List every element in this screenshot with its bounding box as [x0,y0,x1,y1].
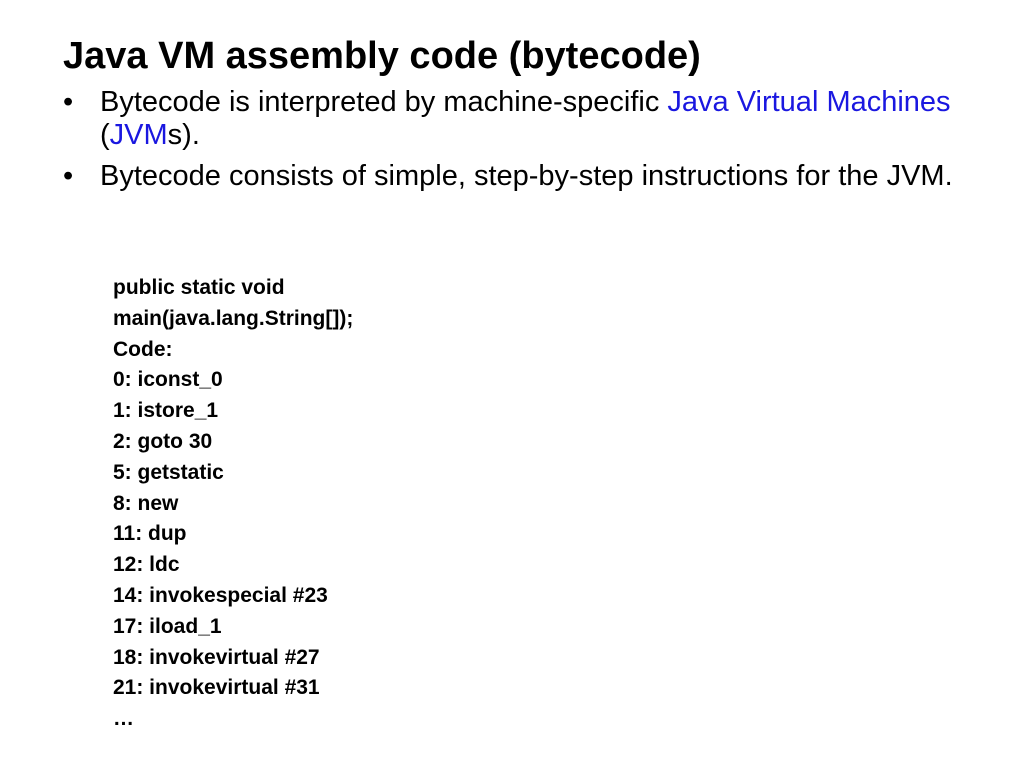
code-line: 12: ldc [113,553,180,577]
code-line: 5: getstatic [113,460,224,484]
code-line: 1: istore_1 [113,399,219,423]
code-line: 21: invokevirtual #31 [113,676,320,700]
bytecode-listing: public static void main(java.lang.String… [113,273,353,735]
bullet-text-after: s). [167,119,200,151]
bullet-text-middle: ( [100,119,110,151]
bullet-item-jvm: • Bytecode is interpreted by machine-spe… [63,86,983,152]
code-line: 8: new [113,491,179,515]
code-line: 17: iload_1 [113,614,222,638]
jvm-link[interactable]: JVM [109,119,168,151]
bullet-list: • Bytecode is interpreted by machine-spe… [63,86,983,201]
java-virtual-machines-link[interactable]: Java Virtual Machines [667,86,951,118]
code-line: public static void [113,276,285,299]
code-line: 11: dup [113,522,187,546]
slide-title: Java VM assembly code (bytecode) [63,35,701,77]
code-line: … [113,707,134,731]
code-line: 2: goto 30 [113,429,213,453]
code-line: 14: invokespecial #23 [113,583,328,607]
bullet-marker: • [63,160,74,192]
code-line: main(java.lang.String[]); [113,306,354,330]
bullet-text-before: Bytecode is interpreted by machine-speci… [100,86,668,118]
bullet-item-instructions: • Bytecode consists of simple, step-by-s… [63,160,983,193]
code-line: 0: iconst_0 [113,368,223,392]
bullet-marker: • [63,86,74,118]
code-line: 18: invokevirtual #27 [113,645,320,669]
bullet-text: Bytecode consists of simple, step-by-ste… [100,160,953,192]
code-line: Code: [113,337,173,361]
